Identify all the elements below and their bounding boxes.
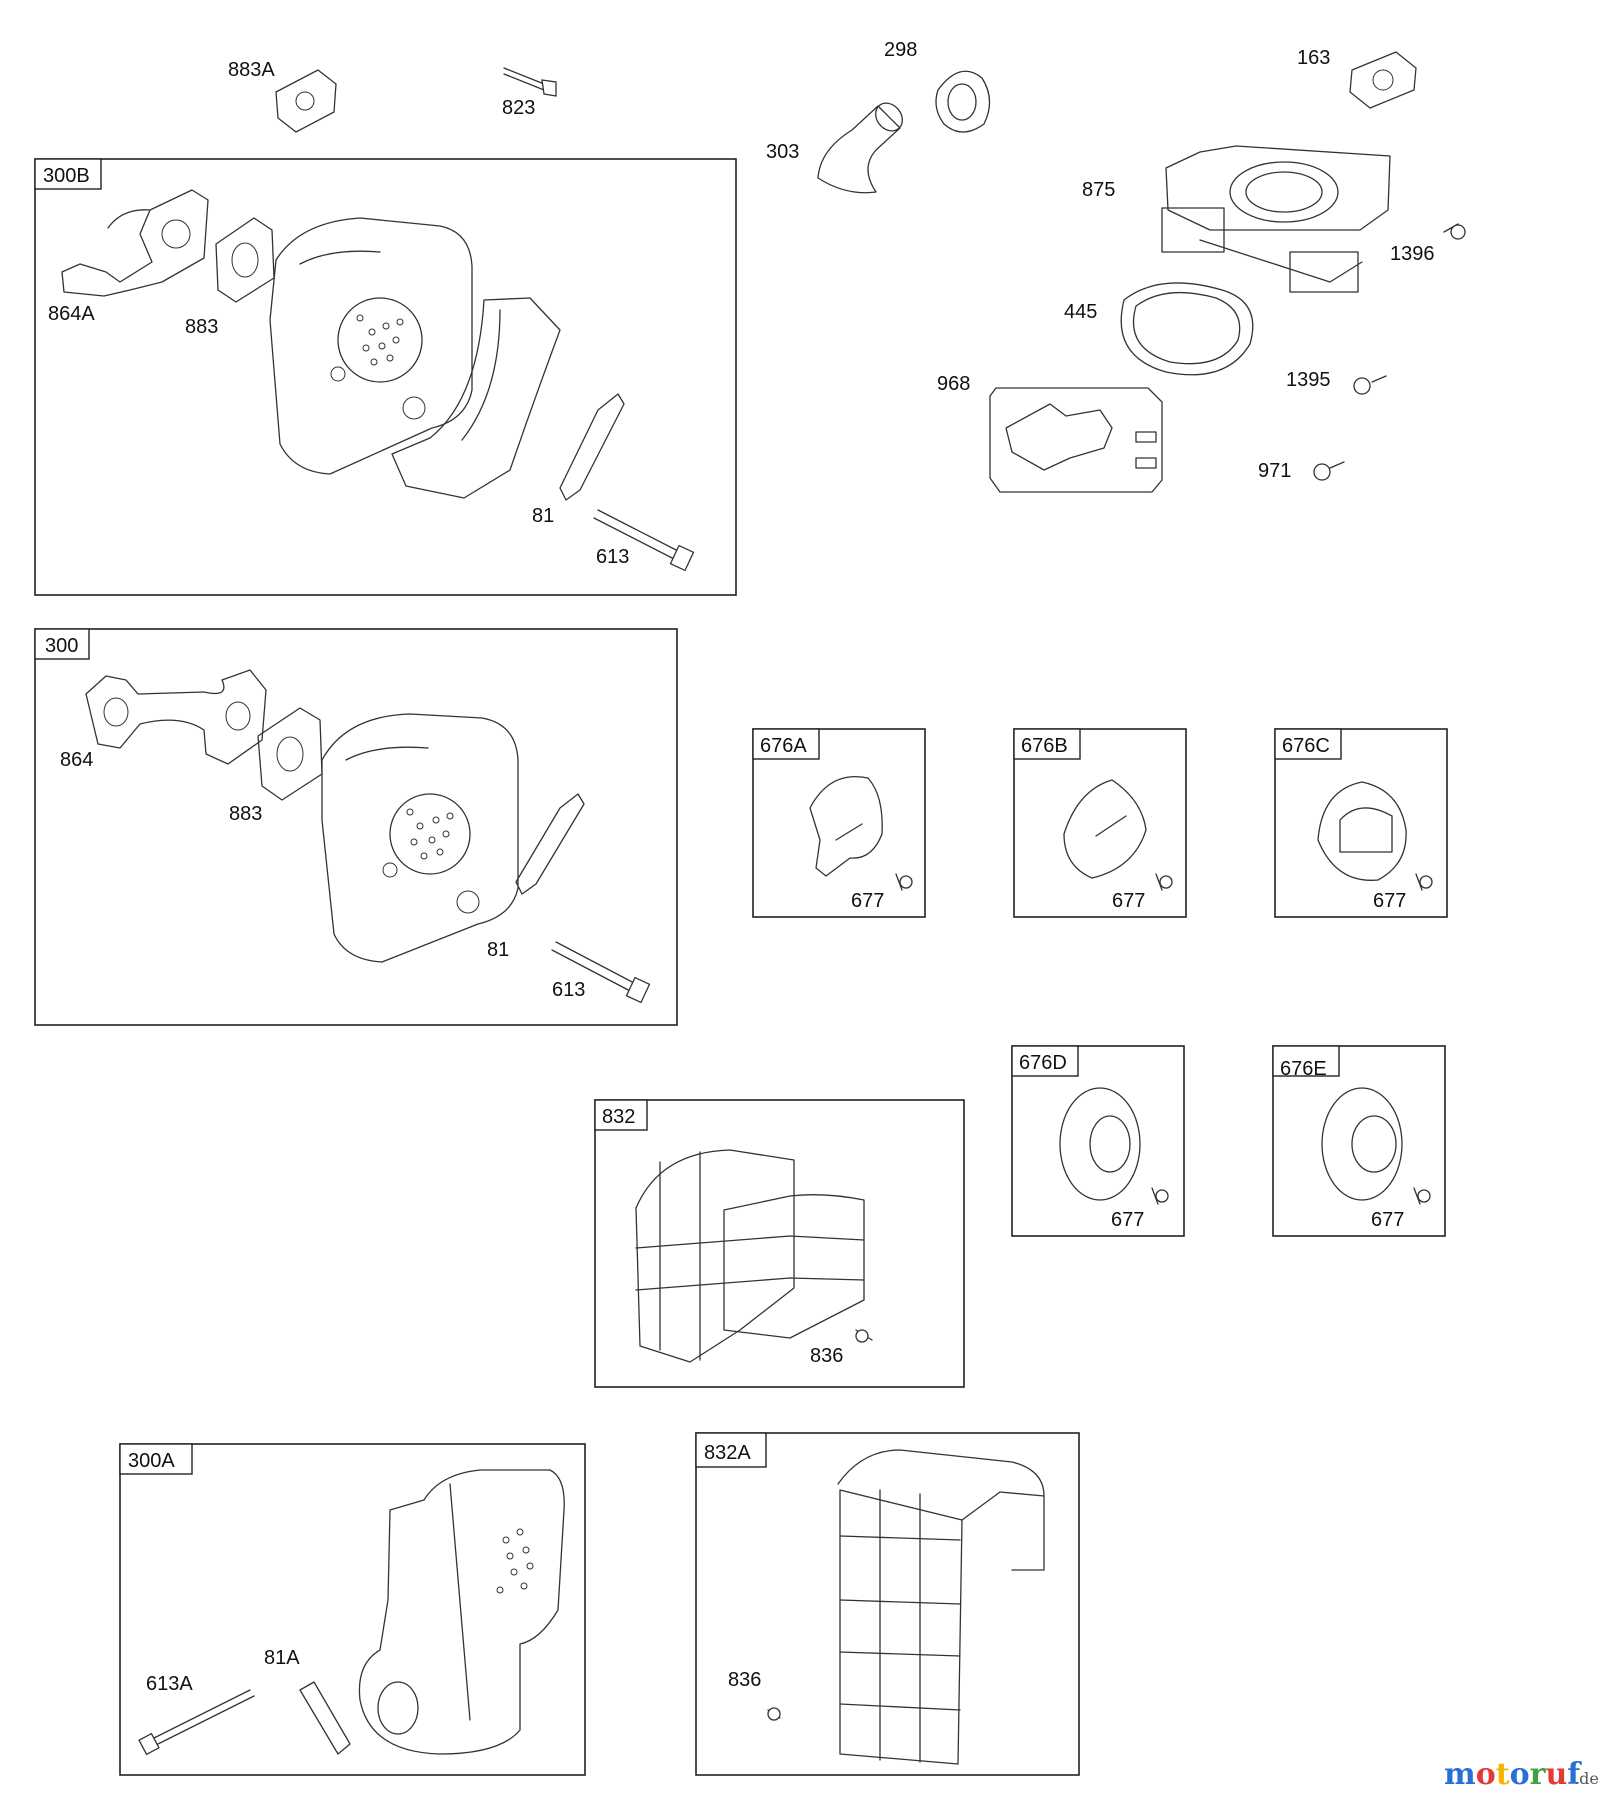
- watermark-letter: f: [1567, 1757, 1582, 1792]
- gasket-883-300B-drawing: [215, 217, 275, 303]
- group-label-832A: 832A: [704, 1442, 751, 1464]
- pipe-864-drawing: [85, 669, 267, 765]
- muffler-300-drawing: [321, 713, 519, 963]
- guard-832-drawing: [635, 1149, 865, 1363]
- screw-677-676C-drawing: [1415, 873, 1433, 891]
- screw-677-676B-drawing: [1155, 873, 1173, 891]
- group-832: 832: [594, 1099, 965, 1388]
- group-label-676C: 676C: [1282, 735, 1330, 757]
- callout-298: 298: [884, 39, 917, 61]
- watermark-letter: t: [1496, 1757, 1510, 1792]
- heat-shield-300B-drawing: [391, 297, 561, 499]
- elbow-tube-303-drawing: [817, 102, 903, 194]
- watermark-letter: u: [1545, 1757, 1567, 1792]
- group-label-676B: 676B: [1021, 735, 1068, 757]
- bolt-613-300-drawing: [551, 941, 651, 1004]
- callout-81-300: 81: [487, 939, 509, 961]
- callout-968: 968: [937, 373, 970, 395]
- deflector-676A-drawing: [809, 776, 883, 877]
- callout-1396: 1396: [1390, 243, 1435, 265]
- muffler-300A-drawing: [358, 1469, 565, 1755]
- callout-883-300B: 883: [185, 316, 218, 338]
- callout-875: 875: [1082, 179, 1115, 201]
- elbow-864A-drawing: [61, 189, 209, 297]
- deflector-676E-drawing: [1321, 1087, 1403, 1201]
- callout-81-300B: 81: [532, 505, 554, 527]
- callout-1395: 1395: [1286, 369, 1331, 391]
- motoruf-watermark: motoruf .de: [1444, 1757, 1599, 1792]
- gasket-883A-drawing: [275, 69, 337, 133]
- strap-81-300-drawing: [515, 793, 585, 895]
- deflector-676C-drawing: [1317, 781, 1407, 881]
- bolt-1395-drawing: [1353, 375, 1387, 395]
- bolt-613-300B-drawing: [593, 509, 695, 572]
- group-676A: 676A: [752, 728, 926, 918]
- callout-677-676E: 677: [1371, 1209, 1404, 1231]
- callout-971: 971: [1258, 460, 1291, 482]
- muffler-300B-drawing: [269, 217, 473, 475]
- screw-677-676A-drawing: [895, 873, 913, 891]
- air-box-875-drawing: [1161, 145, 1391, 293]
- deflector-676D-drawing: [1059, 1087, 1141, 1201]
- watermark-brand: motoruf: [1444, 1757, 1582, 1792]
- callout-613-300B: 613: [596, 546, 629, 568]
- group-label-300B: 300B: [43, 165, 90, 187]
- group-676B: 676B: [1013, 728, 1187, 918]
- group-300: 300: [34, 628, 678, 1026]
- screw-677-676E-drawing: [1413, 1187, 1431, 1205]
- bolt-1396-drawing: [1443, 223, 1466, 240]
- bolt-613A-drawing: [138, 1689, 255, 1756]
- callout-613A: 613A: [146, 1673, 193, 1695]
- group-label-832: 832: [602, 1106, 635, 1128]
- callout-613-300: 613: [552, 979, 585, 1001]
- group-300B: 300B: [34, 158, 737, 596]
- callout-883-300: 883: [229, 803, 262, 825]
- watermark-letter: o: [1476, 1757, 1496, 1792]
- callout-864A: 864A: [48, 303, 95, 325]
- callout-445: 445: [1064, 301, 1097, 323]
- group-label-676A: 676A: [760, 735, 807, 757]
- watermark-letter: r: [1530, 1757, 1547, 1792]
- gasket-163-drawing: [1349, 51, 1417, 109]
- group-676E: 676E: [1272, 1045, 1446, 1237]
- callout-163: 163: [1297, 47, 1330, 69]
- callout-836-832A: 836: [728, 1669, 761, 1691]
- callout-883A: 883A: [228, 59, 275, 81]
- strap-81A-drawing: [299, 1681, 351, 1755]
- callout-303: 303: [766, 141, 799, 163]
- callout-677-676C: 677: [1373, 890, 1406, 912]
- guard-832A-drawing: [837, 1449, 1045, 1765]
- group-832A: 832A: [695, 1432, 1080, 1776]
- callout-864: 864: [60, 749, 93, 771]
- callout-836-832: 836: [810, 1345, 843, 1367]
- base-968-drawing: [989, 387, 1163, 493]
- callout-81A: 81A: [264, 1647, 300, 1669]
- filter-445-drawing: [1120, 282, 1254, 376]
- screw-823-drawing: [503, 67, 557, 97]
- deflector-676B-drawing: [1063, 779, 1147, 879]
- watermark-letter: m: [1444, 1757, 1476, 1792]
- bolt-971-drawing: [1313, 461, 1345, 481]
- clamp-ring-298-drawing: [935, 70, 991, 133]
- group-label-676D: 676D: [1019, 1052, 1067, 1074]
- callout-823: 823: [502, 97, 535, 119]
- group-label-676E: 676E: [1280, 1058, 1327, 1080]
- watermark-suffix: .de: [1574, 1769, 1599, 1788]
- strap-81-300B-drawing: [559, 393, 625, 501]
- group-label-300: 300: [45, 635, 78, 657]
- callout-677-676A: 677: [851, 890, 884, 912]
- screw-836-832-drawing: [855, 1329, 873, 1343]
- callout-677-676D: 677: [1111, 1209, 1144, 1231]
- screw-836-832A-drawing: [767, 1707, 781, 1721]
- group-676D: 676D: [1011, 1045, 1185, 1237]
- group-676C: 676C: [1274, 728, 1448, 918]
- group-300A: 300A: [119, 1443, 586, 1776]
- gasket-883-300-drawing: [257, 707, 323, 801]
- group-label-300A: 300A: [128, 1450, 175, 1472]
- callout-677-676B: 677: [1112, 890, 1145, 912]
- watermark-letter: o: [1510, 1757, 1530, 1792]
- screw-677-676D-drawing: [1151, 1187, 1169, 1205]
